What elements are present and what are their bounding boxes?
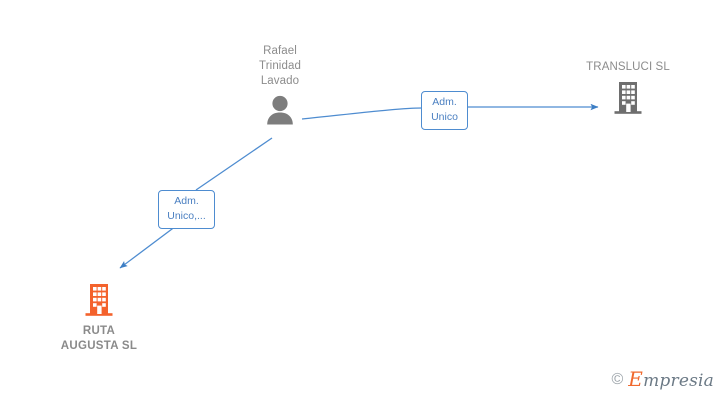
node-person-rafael[interactable]: Rafael Trinidad Lavado — [205, 44, 355, 132]
building-icon — [612, 80, 644, 116]
node-label-person: Rafael Trinidad Lavado — [259, 45, 301, 87]
edge-line-rafael-transluci — [301, 107, 423, 120]
person-icon — [263, 93, 297, 132]
copyright-icon: © — [611, 371, 624, 388]
node-company-ruta[interactable]: RUTA AUGUSTA SL — [24, 282, 174, 354]
edge-label-rafael-transluci[interactable]: Adm. Unico — [421, 91, 468, 130]
node-label-ruta: RUTA AUGUSTA SL — [60, 325, 138, 352]
edge-line-rafael-ruta — [195, 137, 273, 191]
watermark-brand-initial: E — [628, 367, 644, 391]
watermark-empresia: © Empresia — [611, 367, 715, 391]
node-company-transluci[interactable]: TRANSLUCI SL — [553, 60, 703, 116]
watermark-brand: Empresia — [628, 367, 714, 391]
edge-label-rafael-ruta[interactable]: Adm. Unico,... — [158, 190, 215, 229]
building-icon — [83, 282, 115, 318]
node-label-transluci: TRANSLUCI SL — [586, 61, 670, 73]
edge-line-rafael-ruta-tail — [119, 225, 177, 269]
watermark-brand-rest: mpresia — [643, 371, 714, 391]
